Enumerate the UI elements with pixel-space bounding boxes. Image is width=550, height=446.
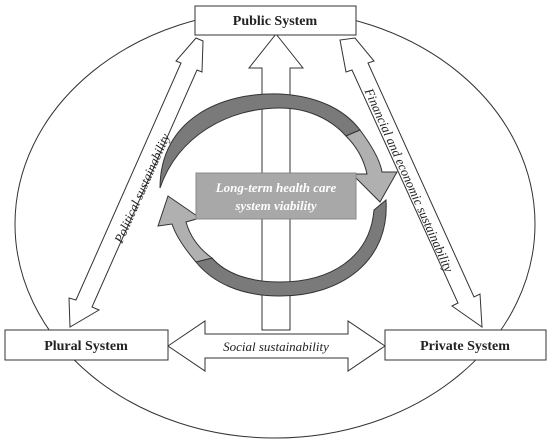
cycle-arrow-bottom-light xyxy=(157,195,214,263)
public-system-label: Public System xyxy=(233,14,318,29)
center-line-1: Long-term health care xyxy=(215,180,337,195)
financial-arrow xyxy=(339,37,483,329)
political-arrow xyxy=(68,37,204,328)
public-system-box xyxy=(194,5,357,36)
center-box xyxy=(195,172,357,220)
social-sustainability-label: Social sustainability xyxy=(223,339,329,354)
cycle-arrow-top-light xyxy=(345,129,398,203)
political-sustainability-label: Political sustainability xyxy=(111,131,173,246)
plural-system-box xyxy=(4,329,169,361)
private-system-box xyxy=(384,329,547,361)
plural-system-label: Plural System xyxy=(44,339,128,354)
center-line-2: system viability xyxy=(234,198,316,213)
private-system-label: Private System xyxy=(420,339,510,354)
